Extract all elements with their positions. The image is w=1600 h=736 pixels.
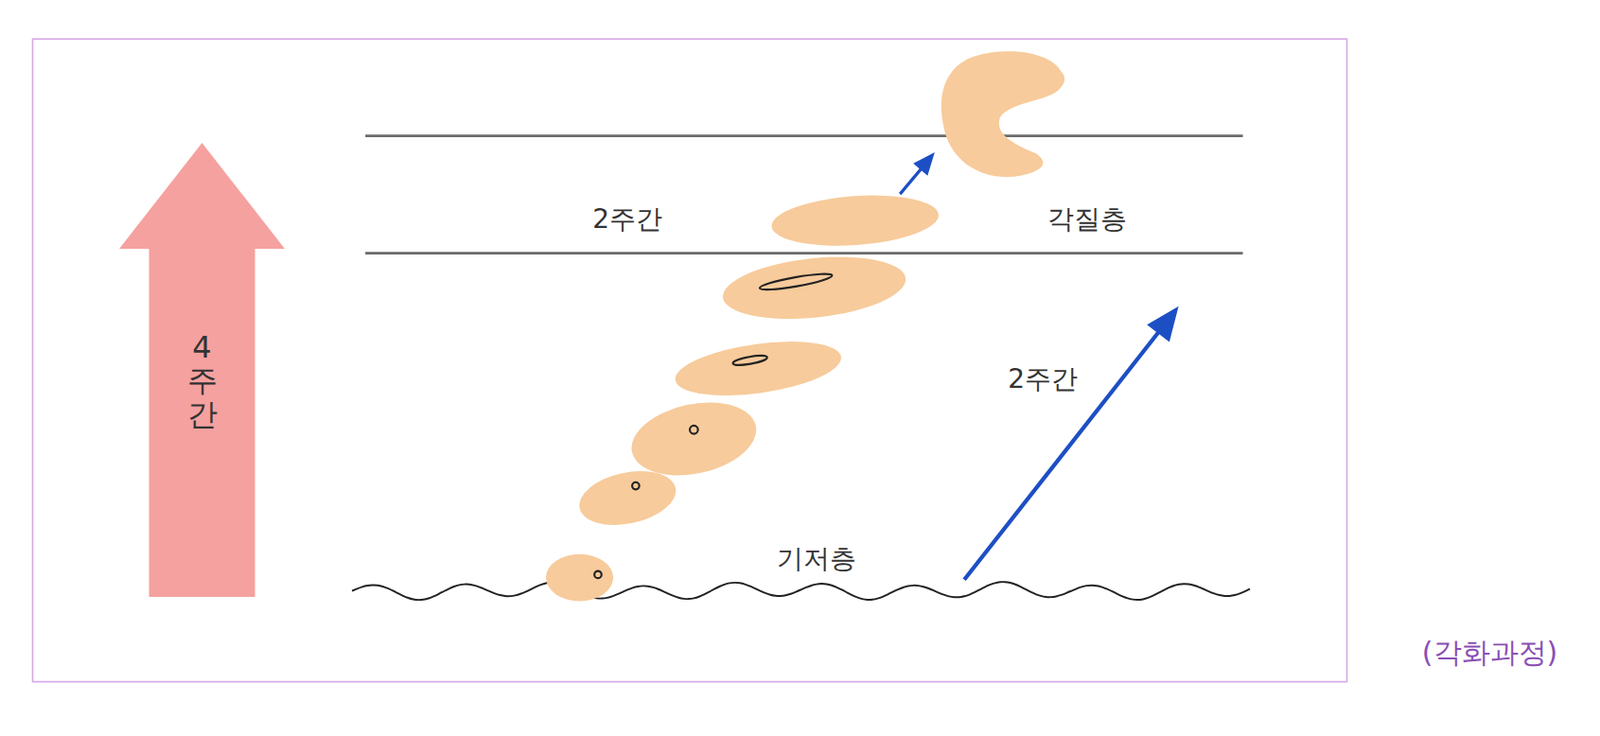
layer-line: [365, 134, 1243, 138]
shed-cell: [941, 51, 1065, 177]
nucleus: [758, 270, 833, 293]
nucleus: [594, 571, 602, 580]
cell: [624, 391, 763, 487]
cell: [770, 190, 941, 251]
layer-name: 각질층: [1044, 203, 1130, 236]
period-arrow: 4주간: [119, 142, 285, 598]
nucleus: [632, 482, 640, 491]
nucleus: [732, 353, 768, 368]
arrow-content: 4주간: [119, 142, 285, 598]
shed-arrow: [899, 168, 922, 194]
period-text: 4주간: [187, 331, 218, 432]
cells: [545, 51, 1065, 601]
arrow-head: [913, 152, 935, 176]
arrow-body: [119, 142, 285, 598]
blue-arrows: [899, 152, 1179, 581]
nucleus: [689, 425, 699, 435]
arrow-head: [1146, 306, 1179, 343]
layer-line: [365, 251, 1243, 255]
cell: [545, 554, 614, 602]
cell: [720, 248, 910, 327]
period-label: 2주간: [589, 203, 666, 236]
period-label: 2주간: [1004, 363, 1081, 396]
cell: [671, 333, 844, 405]
time-arrow: [964, 328, 1161, 580]
layer-name: 기저층: [773, 543, 860, 576]
frame-box: [33, 38, 1348, 682]
caption: (각화과정): [1422, 635, 1558, 670]
basal-wave: [351, 581, 1250, 600]
nuclei: [594, 270, 833, 579]
